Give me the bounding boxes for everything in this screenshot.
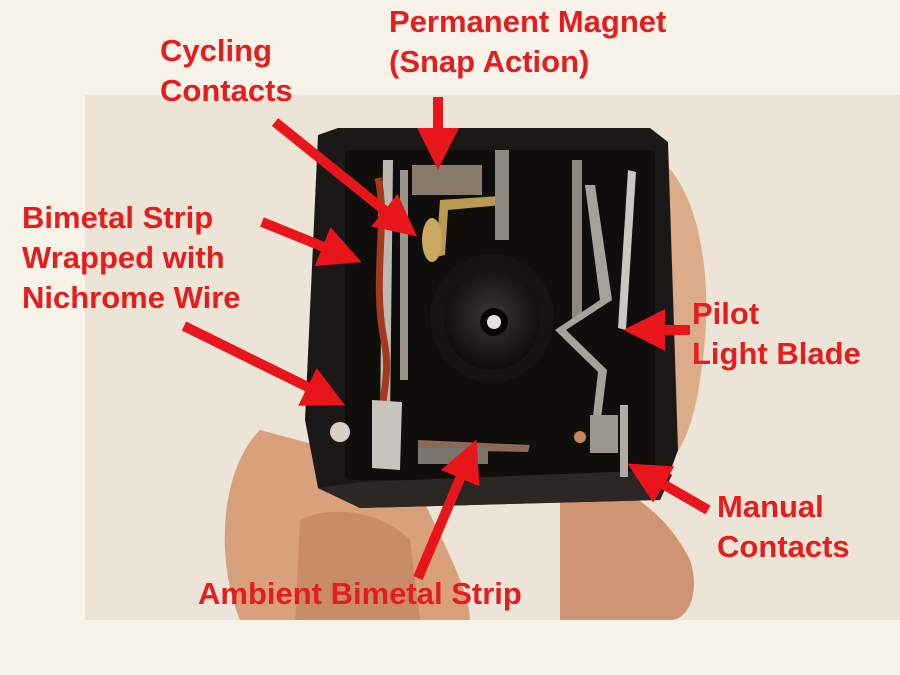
label-line: Contacts — [160, 73, 293, 108]
label-permanent-magnet: Permanent Magnet (Snap Action) — [389, 2, 666, 82]
manual-contact-spring — [555, 185, 612, 427]
mounting-hole — [330, 422, 350, 442]
label-line: Pilot — [692, 296, 760, 331]
arrow-bimetal-strip-lower — [181, 321, 346, 406]
manual-contacts — [590, 415, 618, 453]
label-manual-contacts: Manual Contacts — [717, 487, 850, 567]
arrow-manual-contacts — [627, 463, 711, 515]
label-ambient-bimetal-strip: Ambient Bimetal Strip — [198, 574, 522, 614]
label-line: Contacts — [717, 529, 850, 564]
label-line: Permanent Magnet — [389, 4, 667, 39]
manual-contact-plate — [620, 405, 628, 477]
ambient-bracket — [418, 448, 488, 464]
label-line: Ambient Bimetal Strip — [198, 576, 522, 611]
terminal-blade — [495, 150, 509, 240]
label-line: Nichrome Wire — [22, 280, 241, 315]
label-line: Wrapped with — [22, 240, 225, 275]
arrow-ambient-bimetal-strip — [413, 439, 480, 580]
callout-arrows — [181, 97, 711, 580]
permanent-magnet — [412, 165, 482, 195]
label-cycling-contacts: Cycling Contacts — [160, 31, 293, 111]
label-line: Cycling — [160, 33, 272, 68]
terminal-blade — [572, 160, 582, 320]
pilot-light-blade — [618, 170, 636, 330]
arrow-cycling-contacts — [271, 118, 418, 237]
label-line: Manual — [717, 489, 824, 524]
cycling-contact-point — [422, 218, 442, 262]
label-line: Light Blade — [692, 336, 861, 371]
label-line: Bimetal Strip — [22, 200, 214, 235]
cycling-contact-arm — [400, 170, 408, 380]
arrow-bimetal-strip-upper — [260, 217, 362, 267]
label-bimetal-strip: Bimetal Strip Wrapped with Nichrome Wire — [22, 198, 241, 318]
manual-contact-point — [574, 431, 586, 443]
label-pilot-light-blade: Pilot Light Blade — [692, 294, 861, 374]
contact-rivet — [372, 400, 402, 470]
adjustment-knob — [430, 254, 554, 382]
label-line: (Snap Action) — [389, 44, 590, 79]
